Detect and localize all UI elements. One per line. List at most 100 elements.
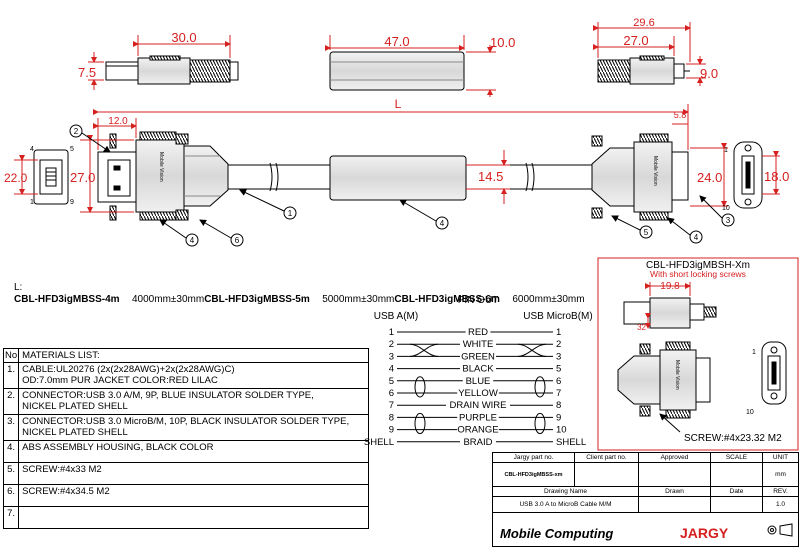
- callout-6: 6: [235, 236, 240, 245]
- tb-approved-value: [639, 463, 711, 487]
- pinout-a-pin: 3: [389, 351, 394, 362]
- tb-part-no: CBL-HFD3igMBSS-xm: [493, 463, 575, 487]
- length-value: 6000mm±30mm: [512, 294, 585, 305]
- pinout-b-pin: 10: [556, 425, 567, 436]
- pinout-title: PIN OUT: [458, 295, 499, 306]
- materials-row: 7.: [2, 506, 369, 529]
- materials-row-no: 2.: [2, 388, 20, 415]
- dim-mid-height: 10.0: [490, 35, 515, 50]
- materials-row-line2: NICKEL PLATED SHELL: [22, 401, 128, 412]
- callout-3: 3: [726, 216, 731, 225]
- variant-housing-label: Mobile Vision: [674, 360, 680, 390]
- tb-rev-label: REV.: [763, 487, 798, 497]
- dim-right-height: 9.0: [700, 66, 718, 81]
- pinout-a-pin: SHELL: [364, 437, 394, 448]
- shield-group-left: [414, 412, 426, 435]
- microb-face-view: [733, 141, 763, 209]
- materials-row-no: 7.: [2, 506, 20, 529]
- pinout-wire-name: PURPLE: [459, 412, 497, 423]
- materials-row-line1: SCREW:#4x33 M2: [22, 464, 102, 475]
- pinout-b-pin: 9: [556, 412, 561, 423]
- length-value: 4000mm±30mm: [132, 294, 205, 305]
- pinout-b-pin: 7: [556, 388, 561, 399]
- pinout-wire-name: DRAIN WIRE: [450, 400, 507, 411]
- materials-header-row: No MATERIALS LIST:: [2, 348, 369, 363]
- variant-face-view: [761, 341, 787, 405]
- twisted-pair-right: [517, 343, 547, 357]
- materials-row-text: SCREW:#4x34.5 M2: [18, 484, 369, 507]
- variant-title: CBL-HFD3igMBSH-Xm: [646, 260, 750, 271]
- dim-short-height: 32: [637, 323, 646, 332]
- dim-right-total: 29.6: [633, 17, 654, 29]
- pinout-a-pin: 2: [389, 339, 394, 350]
- materials-row-no: 5.: [2, 462, 20, 485]
- pinout-wire-name: BRAID: [463, 437, 492, 448]
- dim-left-housing-height: 27.0: [70, 170, 95, 185]
- pinout-b-pin: 3: [556, 351, 561, 362]
- pinout-wire-name: ORANGE: [457, 425, 498, 436]
- length-value: 5000mm±30mm: [322, 294, 395, 305]
- length-part-number: CBL-HFD3igMBSS-4m: [14, 294, 120, 305]
- tb-scale-label: SCALE: [711, 453, 763, 463]
- microb-side-view: [597, 55, 690, 85]
- materials-row-line1: ABS ASSEMBLY HOUSING, BLACK COLOR: [22, 442, 214, 453]
- materials-table: No MATERIALS LIST: 1.CABLE:UL20276 (2x(2…: [2, 348, 369, 529]
- dim-plug-length: 30.0: [171, 30, 196, 45]
- usba-pin-1: 1: [30, 199, 34, 206]
- left-housing-label: Mobile Vision: [158, 152, 164, 182]
- twisted-pair-left: [409, 343, 439, 357]
- tb-date-value: [711, 497, 763, 513]
- tb-unit-value: mm: [763, 463, 798, 487]
- brand-mobile-computing: Mobile Computing: [500, 526, 613, 541]
- variant-screw-note: SCREW:#4x23.32 M2: [684, 433, 782, 444]
- pinout-a-pin: 1: [389, 327, 394, 338]
- brand-jargy: JARGY: [680, 525, 729, 541]
- dim-short-length: 19.8: [660, 281, 680, 292]
- variant-frame: [597, 257, 799, 451]
- pinout-b-pin: 1: [556, 327, 561, 338]
- microb-pin-1: 1: [724, 147, 728, 154]
- tb-drawing-name: USB 3.0 A to MicroB Cable M/M: [493, 497, 639, 513]
- variant-pin-10: 10: [746, 409, 754, 416]
- tb-date-label: Date: [711, 487, 763, 497]
- usba-pin-5: 5: [70, 146, 74, 153]
- pinout-wire-name: BLUE: [466, 376, 491, 387]
- variant-side-view: [623, 297, 717, 329]
- left-locking-screws: [109, 133, 603, 221]
- materials-row: 6.SCREW:#4x34.5 M2: [2, 484, 369, 507]
- variant-subtitle: With short locking screws: [650, 269, 746, 279]
- materials-row: 4.ABS ASSEMBLY HOUSING, BLACK COLOR: [2, 440, 369, 463]
- mid-housing-side-view: [329, 51, 465, 91]
- usba-pin-4: 4: [30, 146, 34, 153]
- callout-1: 1: [288, 209, 293, 218]
- callout-2: 2: [74, 127, 79, 136]
- pinout-b-pin: 6: [556, 376, 561, 387]
- pinout-b-pin: 2: [556, 339, 561, 350]
- materials-header-no: No: [2, 348, 20, 363]
- dim-right-face-height: 18.0: [764, 169, 789, 184]
- dim-left-face-height: 22.0: [4, 171, 28, 185]
- pinout-wire-name: GREEN: [461, 351, 495, 362]
- pinout-left-header: USB A(M): [374, 311, 418, 322]
- tb-scale-value: [711, 463, 763, 487]
- pinout-a-pin: 5: [389, 376, 394, 387]
- microb-pin-10: 10: [722, 205, 730, 212]
- tb-approved-label: Approved: [639, 453, 711, 463]
- materials-row: 1.CABLE:UL20276 (2x(2x28AWG)+2x(2x28AWG)…: [2, 362, 369, 389]
- pinout-a-pin: 9: [389, 425, 394, 436]
- pinout-a-pin: 7: [389, 400, 394, 411]
- materials-row: 5.SCREW:#4x33 M2: [2, 462, 369, 485]
- materials-row-text: CONNECTOR:USB 3.0 MicroB/M, 10P, BLACK I…: [18, 414, 369, 441]
- tb-drawn-value: [639, 497, 711, 513]
- materials-row-text: CONNECTOR:USB 3.0 A/M, 9P, BLUE INSULATO…: [18, 388, 369, 415]
- dim-plug-height: 7.5: [78, 65, 96, 80]
- pinout-wire-name: BLACK: [462, 364, 494, 375]
- callout-4-mid: 4: [440, 219, 445, 228]
- pinout-row: 5 BLUE 6: [389, 376, 562, 387]
- materials-row-line1: CABLE:UL20276 (2x(2x28AWG)+2x(2x28AWG)C): [22, 364, 235, 375]
